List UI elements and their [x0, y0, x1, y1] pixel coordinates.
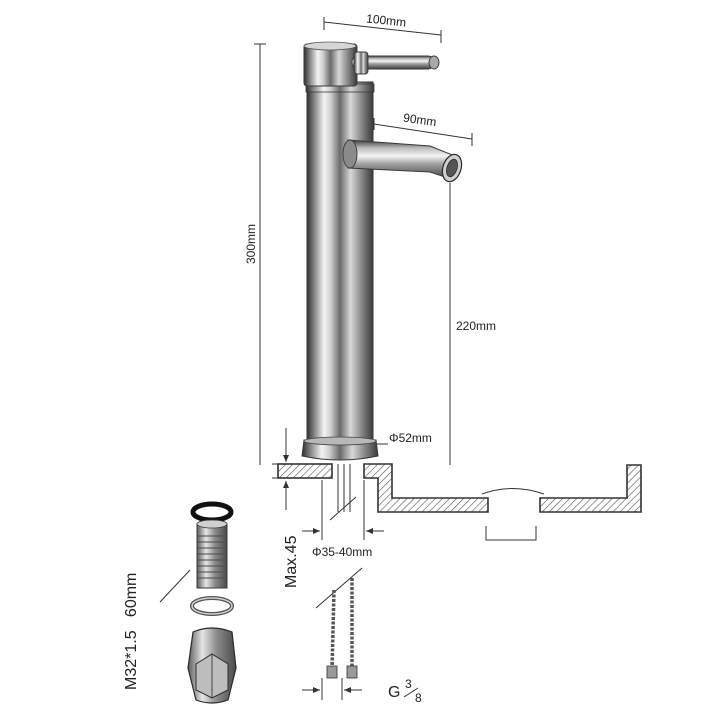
mounting-shank [337, 464, 351, 512]
hole-diameter-label: Φ35-40mm [312, 545, 372, 559]
base-diameter-label: Φ52mm [389, 431, 432, 445]
spout [342, 139, 463, 183]
hole-diameter-dimension: Φ35-40mm [302, 480, 384, 559]
spout-length-label: 90mm [402, 111, 437, 130]
aerator [441, 153, 463, 183]
handle-length-label: 100mm [366, 11, 407, 29]
thread-spec-label: M32*1.5 60mm [123, 573, 140, 690]
hose-thread-label: G 3 8 [388, 677, 422, 705]
spout-length-dimension: 90mm [373, 111, 473, 146]
svg-text:3: 3 [405, 677, 412, 691]
spout-height-label: 220mm [456, 319, 496, 333]
handle-length-dimension: 100mm [323, 11, 442, 43]
base-diameter-dimension: Φ52mm [374, 431, 432, 445]
flexible-hoses [302, 567, 363, 700]
o-ring [190, 501, 234, 523]
lever-handle [351, 51, 440, 75]
sink-basin-section [481, 464, 642, 541]
svg-text:8: 8 [415, 691, 422, 705]
faucet-body [301, 41, 463, 461]
spout-height-dimension: 220mm [449, 183, 496, 465]
max-thickness-dimension: Max.45 [272, 428, 300, 588]
nut [187, 627, 237, 704]
total-height-label: 300mm [244, 224, 258, 264]
max-thickness-label: Max.45 [283, 535, 300, 588]
washer [190, 596, 234, 616]
svg-text:G: G [388, 684, 400, 701]
total-height-dimension: 300mm [244, 43, 266, 465]
mounting-bolt [159, 519, 228, 603]
countertop-section [277, 463, 489, 513]
